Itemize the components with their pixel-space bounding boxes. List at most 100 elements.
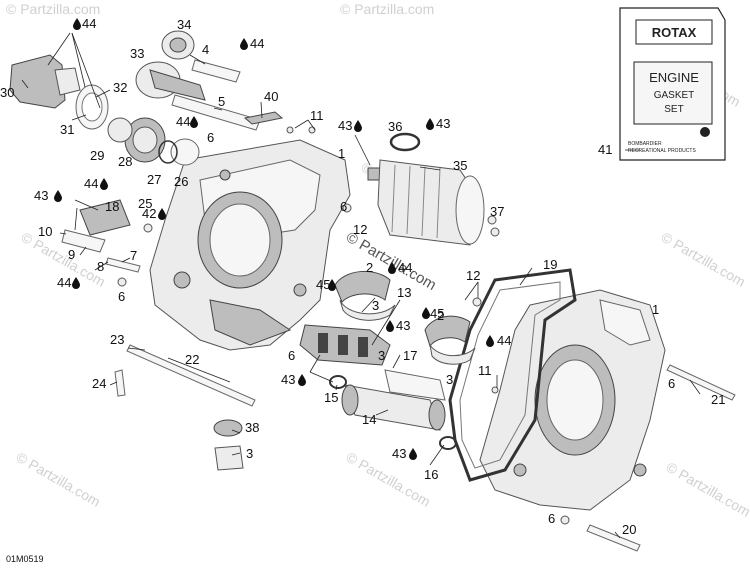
watermark: © Partzilla.com — [14, 449, 104, 510]
callout-40: 40 — [264, 89, 278, 104]
callout-45: 45 — [430, 306, 444, 321]
callout-43: 43 — [34, 188, 48, 203]
callout-44: 44 — [82, 16, 96, 31]
callout-25: 25 — [138, 196, 152, 211]
callout-30: 30 — [0, 85, 14, 100]
callout-6: 6 — [340, 199, 347, 214]
callout-3: 3 — [246, 446, 253, 461]
kit-footer1: BOMBARDIER — [628, 141, 662, 147]
callout-35: 35 — [453, 158, 467, 173]
kit-brand: ROTAX — [652, 25, 697, 40]
callout-43: 43 — [436, 116, 450, 131]
callout-18: 18 — [105, 199, 119, 214]
callout-6: 6 — [668, 376, 675, 391]
callout-24: 24 — [92, 376, 106, 391]
oil-drop-icons — [54, 18, 494, 460]
callout-32: 32 — [113, 80, 127, 95]
bearing-shells — [334, 270, 476, 365]
callout-5: 5 — [218, 94, 225, 109]
callout-17: 17 — [403, 348, 417, 363]
o-ring-16 — [439, 436, 457, 450]
callout-6: 6 — [548, 511, 555, 526]
kit-line3: SET — [664, 104, 683, 115]
callout-38: 38 — [245, 420, 259, 435]
callout-10: 10 — [38, 224, 52, 239]
oil-drop-icon — [409, 448, 417, 460]
callout-7: 7 — [130, 248, 137, 263]
callout-43: 43 — [392, 446, 406, 461]
callout-2: 2 — [366, 260, 373, 275]
oil-drop-icon — [422, 307, 430, 319]
left-crankcase — [149, 139, 351, 351]
callout-44: 44 — [176, 114, 190, 129]
callout-15: 15 — [324, 390, 338, 405]
watermark: © Partzilla.com — [344, 449, 434, 510]
watermark: © Partzilla.com — [6, 1, 100, 17]
callout-45: 45 — [316, 277, 330, 292]
callout-34: 34 — [177, 17, 191, 32]
callout-44: 44 — [497, 333, 511, 348]
watermark: © Partzilla.com — [659, 229, 749, 290]
callout-12: 12 — [353, 222, 367, 237]
callout-1: 1 — [652, 302, 659, 317]
kit-line2: GASKET — [654, 90, 695, 101]
callout-44: 44 — [250, 36, 264, 51]
small-parts-left — [61, 199, 256, 471]
callout-8: 8 — [97, 259, 104, 274]
callout-9: 9 — [68, 247, 75, 262]
oil-drop-icon — [72, 277, 80, 289]
callout-2: 2 — [437, 308, 444, 323]
callout-11: 11 — [310, 108, 324, 123]
callout-4: 4 — [202, 42, 209, 57]
callout-44: 44 — [398, 260, 412, 275]
callout-22: 22 — [185, 352, 199, 367]
oil-drop-icon — [426, 118, 434, 130]
callout-42: 42 — [142, 206, 156, 221]
callout-3: 3 — [372, 298, 379, 313]
oil-drop-icon — [354, 120, 362, 132]
callout-26: 26 — [174, 174, 188, 189]
kit-footer2: RECREATIONAL PRODUCTS — [628, 148, 696, 154]
callout-12: 12 — [466, 268, 480, 283]
callout-41: 41 — [598, 142, 612, 157]
gasket-kit-package: ROTAX ENGINE GASKET SET BOMBARDIER RECRE… — [619, 7, 726, 161]
bolts-right — [286, 126, 736, 552]
starter-o-ring — [389, 132, 421, 152]
callout-36: 36 — [388, 119, 402, 134]
oil-pump-parts — [299, 324, 446, 401]
callout-6: 6 — [118, 289, 125, 304]
watermark: © Partzilla.com — [340, 1, 434, 17]
callout-28: 28 — [118, 154, 132, 169]
oil-drop-icon — [386, 320, 394, 332]
o-ring-15 — [329, 375, 347, 389]
callout-16: 16 — [424, 467, 438, 482]
oil-drop-icon — [73, 18, 81, 30]
callout-31: 31 — [60, 122, 74, 137]
callout-1: 1 — [338, 146, 345, 161]
callout-27: 27 — [147, 172, 161, 187]
oil-drop-icon — [298, 374, 306, 386]
oil-drop-icon — [328, 279, 336, 291]
gasket — [448, 268, 577, 482]
callout-13: 13 — [397, 285, 411, 300]
callout-6: 6 — [207, 130, 214, 145]
right-crankcase — [479, 289, 666, 511]
callout-23: 23 — [110, 332, 124, 347]
callout-14: 14 — [362, 412, 376, 427]
callout-19: 19 — [543, 257, 557, 272]
callout-43: 43 — [281, 372, 295, 387]
callout-21: 21 — [711, 392, 725, 407]
diagram-code: 01M0519 — [6, 554, 44, 564]
callout-20: 20 — [622, 522, 636, 537]
oil-drop-icon — [158, 208, 166, 220]
callout-11: 11 — [478, 363, 492, 378]
callout-3: 3 — [446, 372, 453, 387]
watermark: © Partzilla.com — [664, 459, 750, 520]
callout-33: 33 — [130, 46, 144, 61]
callout-3: 3 — [378, 348, 385, 363]
gear-train — [9, 30, 284, 166]
starter-motor — [367, 159, 485, 246]
oil-drop-icon — [240, 38, 248, 50]
kit-line1: ENGINE — [649, 70, 699, 85]
